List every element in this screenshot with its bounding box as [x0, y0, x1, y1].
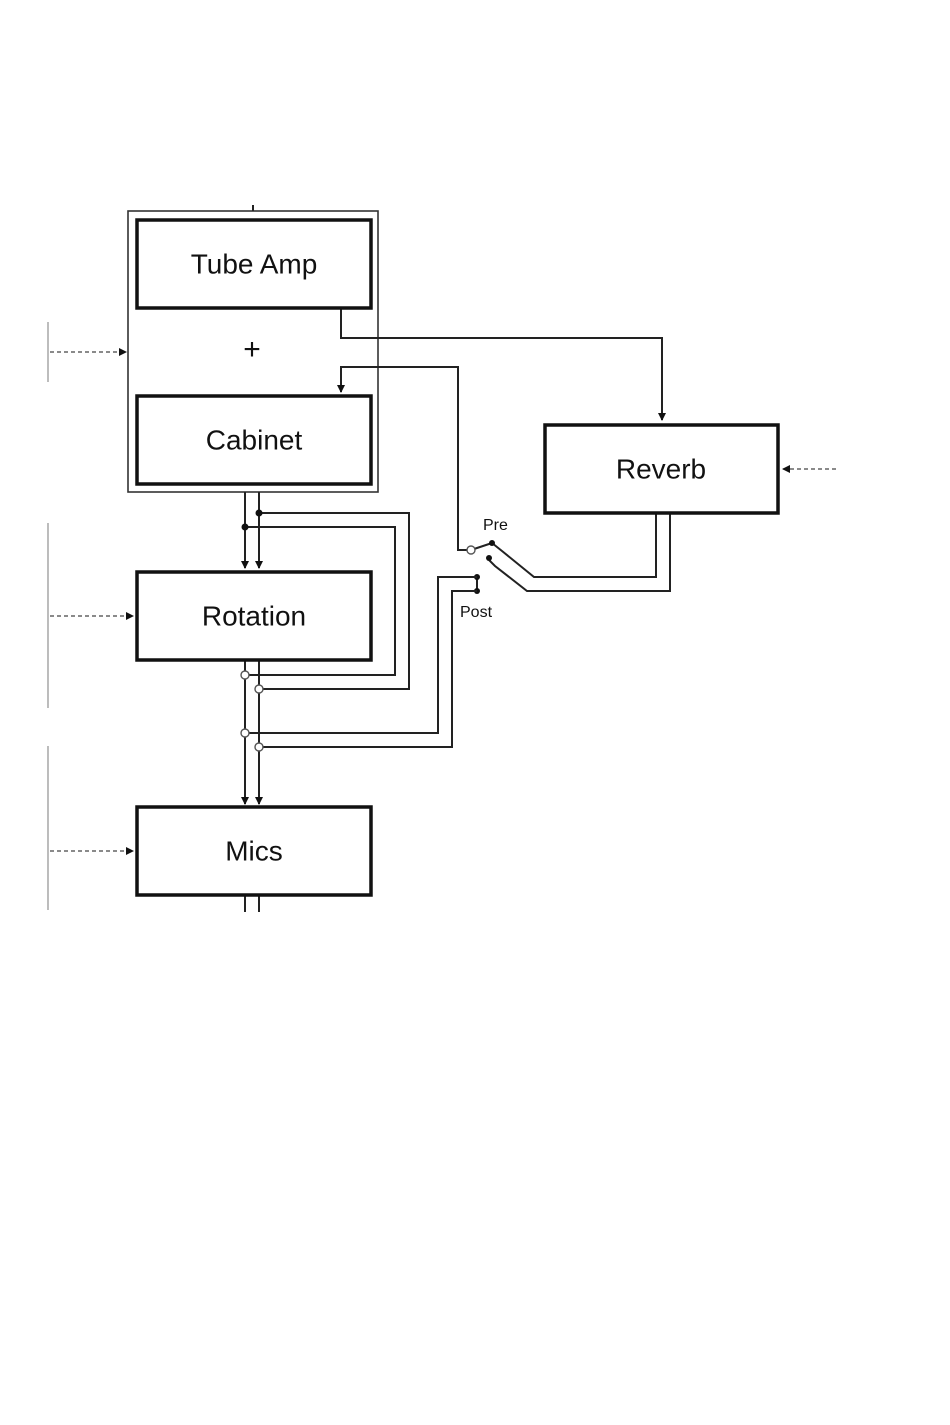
junction-ring-2 [255, 685, 263, 693]
combine-plus-symbol: + [243, 333, 261, 366]
rotation-label: Rotation [202, 600, 306, 631]
junction-ring-3 [241, 729, 249, 737]
reverb-label: Reverb [616, 453, 706, 484]
junction-dot-1 [256, 510, 263, 517]
reverb-out-right-wire [489, 514, 670, 591]
junction-dot-2 [242, 524, 249, 531]
pre-contact-dot-2 [486, 555, 492, 561]
cabinet-label: Cabinet [206, 424, 303, 455]
pre-contact-dot [489, 540, 495, 546]
pre-label: Pre [483, 517, 508, 534]
mics-label: Mics [225, 835, 283, 866]
pre-junction-left [467, 546, 475, 554]
junction-ring-4 [255, 743, 263, 751]
tube-amp-label: Tube Amp [191, 248, 318, 279]
reverb-out-left-wire [492, 514, 656, 577]
junction-ring-1 [241, 671, 249, 679]
post-label: Post [460, 604, 493, 621]
amp-to-reverb-wire [341, 308, 662, 420]
